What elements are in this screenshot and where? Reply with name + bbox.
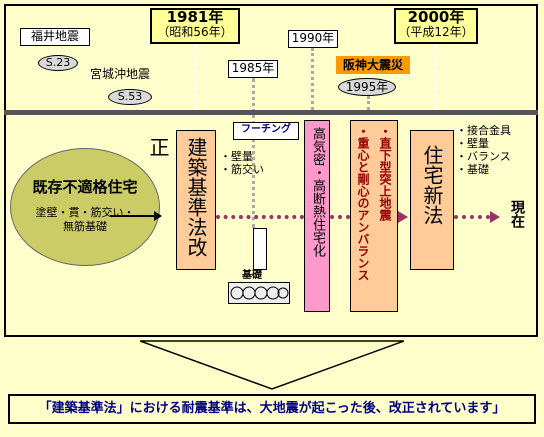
- footing-label: フーチング: [233, 122, 299, 140]
- progress-dots-2: [330, 215, 350, 219]
- circle-arrow-line: [110, 215, 158, 217]
- year-2000: 2000年: [407, 8, 465, 26]
- arrow-head-2: [490, 211, 500, 223]
- kiso-label: 基礎: [242, 270, 262, 281]
- jutaku-bullets: ・接合金具 ・壁量 ・バランス ・基礎: [456, 124, 511, 176]
- year-1990: 1990年: [288, 30, 338, 48]
- dotline-1981: [194, 44, 200, 110]
- progress-dots-3: [454, 215, 490, 219]
- dotline-1985: [252, 78, 255, 228]
- jutaku-bullet-0: ・接合金具: [456, 124, 511, 137]
- year-1981-box: 1981年 （昭和56年）: [150, 8, 240, 44]
- earthquake-cause-box: ・直下型突上地震 ・重心と剛心のアンバランス: [350, 120, 398, 312]
- year-1981-sub: （昭和56年）: [157, 25, 233, 39]
- kenchiku-bullets: ・壁量 ・筋交い: [220, 150, 264, 176]
- s23-badge: S.23: [38, 55, 78, 71]
- jutaku-shinpo-box: 住宅新法: [410, 130, 454, 270]
- dotline-1995: [367, 96, 370, 110]
- year-2000-box: 2000年 （平成12年）: [394, 8, 478, 44]
- genzai-label: 現在: [509, 200, 525, 228]
- foundation-post: [253, 228, 267, 270]
- year-1995: 1995年: [338, 78, 396, 96]
- kenchiku-bullet-0-text: 壁量: [231, 150, 253, 163]
- timeline-bar: [4, 110, 538, 115]
- s53-badge: S.53: [108, 89, 152, 105]
- circle-arrow-head: [154, 211, 162, 221]
- timeline-frame: [4, 4, 538, 337]
- koukimitsu-box: 高気密・高断熱住宅化: [304, 120, 330, 312]
- year-1981: 1981年: [166, 8, 224, 26]
- kenchiku-kijunho-box: 建築基準法改正: [146, 130, 216, 270]
- miyagi-label: 宮城沖地震: [90, 67, 151, 81]
- down-chevron-icon: [140, 340, 404, 390]
- year-1985: 1985年: [228, 60, 278, 78]
- existing-housing-title: 既存不適格住宅: [32, 178, 138, 196]
- footing-rings-icon: [230, 286, 289, 300]
- earthquake-cause-2: ・重心と剛心のアンバランス: [356, 125, 370, 281]
- jutaku-bullet-3: ・基礎: [456, 163, 489, 176]
- year-2000-sub: （平成12年）: [398, 25, 474, 39]
- existing-housing-sub: 塗壁・貫・筋交い・無筋基礎: [35, 206, 135, 233]
- dotline-1990: [311, 48, 314, 110]
- jutaku-bullet-0-text: 接合金具: [467, 124, 511, 137]
- earthquake-cause-1: ・直下型突上地震: [378, 125, 392, 221]
- jutaku-bullet-2-text: バランス: [467, 150, 511, 163]
- dotline-2000: [434, 44, 440, 110]
- hanshin-label: 阪神大震災: [336, 56, 410, 74]
- kenchiku-bullet-1: ・筋交い: [220, 163, 264, 176]
- jutaku-bullet-2: ・バランス: [456, 150, 511, 163]
- foundation-footing: [228, 282, 290, 304]
- progress-dots-1: [216, 215, 304, 219]
- bottom-note: 「建築基準法」における耐震基準は、大地震が起こった後、改正されています」: [8, 394, 536, 424]
- jutaku-bullet-1: ・壁量: [456, 137, 489, 150]
- kenchiku-bullet-0: ・壁量: [220, 150, 253, 163]
- kenchiku-bullet-1-text: 筋交い: [231, 163, 264, 176]
- fukui-label: 福井地震: [20, 28, 90, 46]
- arrow-head-1: [398, 211, 408, 223]
- jutaku-bullet-3-text: 基礎: [467, 163, 489, 176]
- existing-housing-circle: [10, 148, 160, 266]
- jutaku-bullet-1-text: 壁量: [467, 137, 489, 150]
